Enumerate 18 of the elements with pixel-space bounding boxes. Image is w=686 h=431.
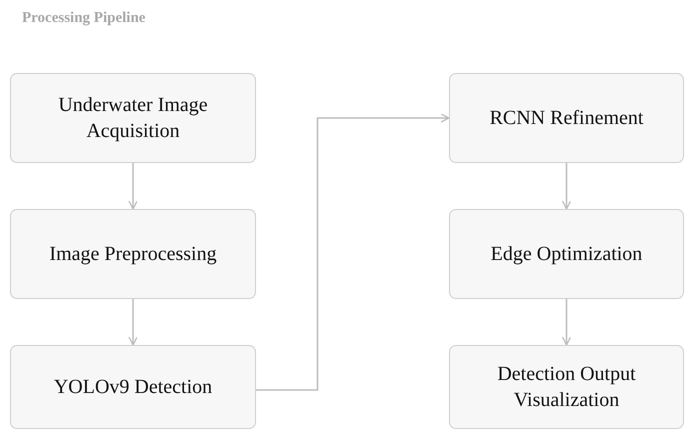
arrow [128, 299, 138, 346]
box-label: RCNN Refinement [490, 106, 644, 131]
process-box [449, 345, 684, 429]
arrow [128, 163, 138, 210]
process-box [449, 209, 684, 299]
arrow [562, 163, 572, 210]
box-label: Detection Output Visualization [496, 362, 637, 413]
process-box [449, 73, 684, 163]
box-label: Image Preprocessing [49, 242, 217, 267]
box-label: Underwater Image Acquisition [57, 93, 209, 144]
diagram-title: Processing Pipeline [22, 10, 146, 27]
arrow [562, 299, 572, 346]
box-label: Edge Optimization [490, 242, 642, 267]
box-label: YOLOv9 Detection [54, 375, 212, 400]
process-box [10, 209, 256, 299]
arrow [256, 113, 450, 391]
process-box [10, 73, 256, 163]
process-box [10, 345, 256, 429]
